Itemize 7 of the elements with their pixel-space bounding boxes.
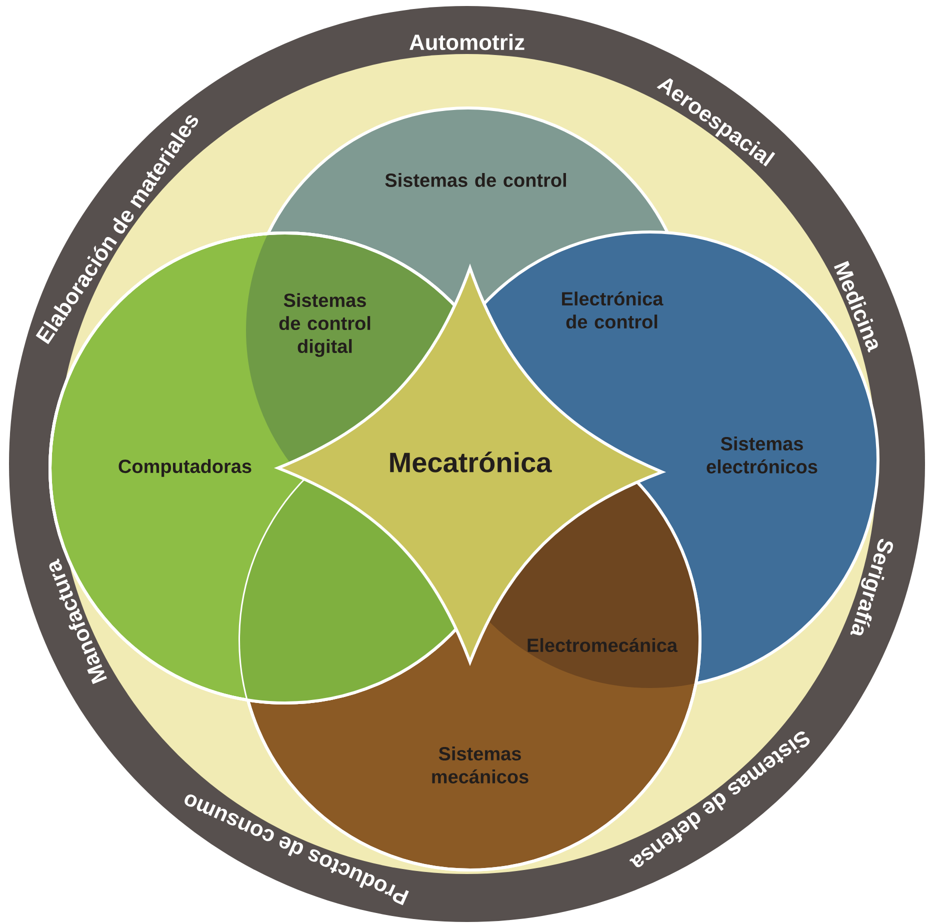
circle-label: Sistemas mecánicos (432, 746, 528, 784)
ring-label: Automotriz (410, 34, 524, 50)
circle-label: Sistemas electrónicos (706, 436, 818, 474)
region-label: Electrónica de control (562, 291, 664, 329)
circle-label: Sistemas de control (385, 173, 566, 187)
circle-label: Computadoras (118, 459, 252, 477)
region-label: Sistemas de control digital (279, 293, 370, 357)
